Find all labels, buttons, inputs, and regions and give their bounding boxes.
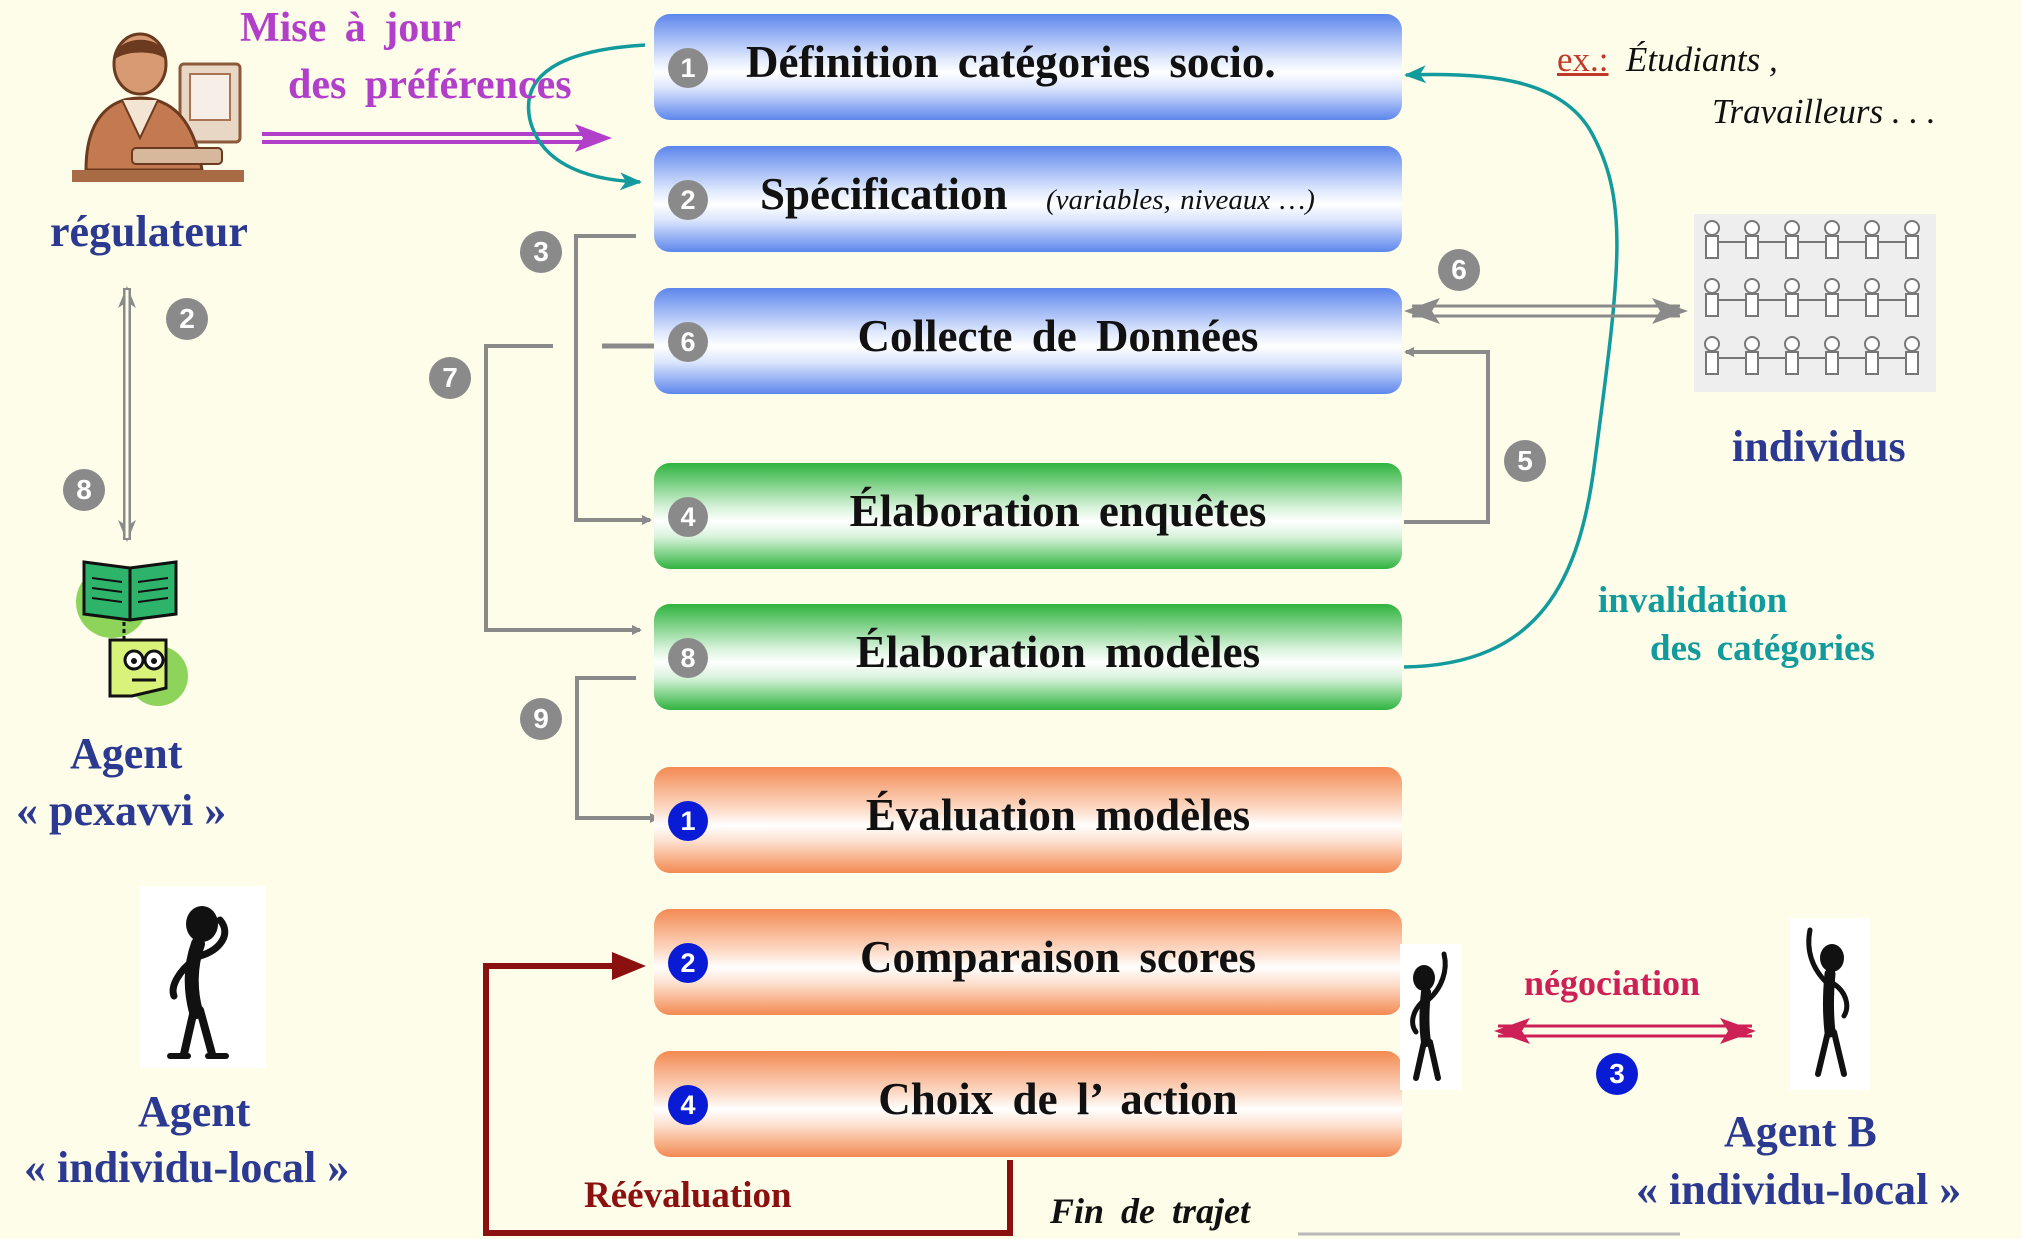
agent-local-label-2: « individu-local » xyxy=(24,1143,350,1192)
badge-regulator-agent-top: 2 xyxy=(166,298,208,340)
regulator-label: régulateur xyxy=(50,207,248,256)
bracket-collecte-modeles xyxy=(484,344,642,635)
reevaluation-loop xyxy=(483,952,1013,1236)
agent-a-figure-icon xyxy=(1400,944,1462,1090)
badge-negociation: 3 xyxy=(1596,1053,1638,1095)
update-preferences-arrow xyxy=(262,124,612,152)
step-definition-categories: 1 Définition catégories socio. xyxy=(654,14,1402,120)
step-label: Collecte de Données xyxy=(857,311,1259,361)
regulator-computer-icon xyxy=(72,32,244,182)
step-comparaison-scores: 2 Comparaison scores xyxy=(654,909,1402,1015)
step-number: 8 xyxy=(668,638,708,678)
individus-label: individus xyxy=(1732,422,1906,471)
fin-de-trajet-label: Fin de trajet xyxy=(1050,1191,1251,1231)
step-number: 1 xyxy=(668,48,708,88)
step-number: 1 xyxy=(668,801,708,841)
step-number: 2 xyxy=(668,180,708,220)
example-line2: Travailleurs . . . xyxy=(1712,92,1936,131)
negociation-label: négociation xyxy=(1524,963,1700,1003)
agent-b-label-2: « individu-local » xyxy=(1636,1165,1962,1214)
badge-bracket-7: 7 xyxy=(429,357,471,399)
step-label: Choix de l’ action xyxy=(878,1074,1238,1124)
pexavvi-agent-icon xyxy=(76,560,188,706)
bracket-spec-enquetes xyxy=(574,234,652,525)
step-label: Spécification (variables, niveaux …) xyxy=(760,169,1315,219)
step-elaboration-modeles: 8 Élaboration modèles xyxy=(654,604,1402,710)
step-label: Élaboration modèles xyxy=(855,627,1261,677)
step-elaboration-enquetes: 4 Élaboration enquêtes xyxy=(654,463,1402,569)
update-preferences-line1: Mise à jour xyxy=(240,5,462,51)
step-label: Comparaison scores xyxy=(860,932,1256,982)
invalidation-label-1: invalidation xyxy=(1598,580,1788,621)
invalidation-arrow xyxy=(1403,65,1619,669)
step-number: 4 xyxy=(668,1085,708,1125)
individus-crowd-icon xyxy=(1694,214,1936,392)
badge-regulator-agent-bottom: 8 xyxy=(63,469,105,511)
bracket-enquetes-collecte xyxy=(1404,347,1490,524)
reevaluation-label: Réévaluation xyxy=(584,1175,792,1216)
collecte-individus-arrow xyxy=(1404,298,1688,324)
agent-local-label-1: Agent xyxy=(138,1087,251,1136)
bracket-modeles-evaluation xyxy=(575,676,660,823)
badge-bracket-9: 9 xyxy=(520,698,562,740)
step-number: 4 xyxy=(668,497,708,537)
step-evaluation-modeles: 1 Évaluation modèles xyxy=(654,767,1402,873)
badge-enquetes-collecte: 5 xyxy=(1504,440,1546,482)
step-specification: 2 Spécification (variables, niveaux …) xyxy=(654,146,1402,252)
update-preferences-line2: des préférences xyxy=(288,62,572,108)
negociation-arrow xyxy=(1494,1018,1756,1044)
agent-pexavvi-label-2: « pexavvi » xyxy=(16,786,227,835)
invalidation-label-2: des catégories xyxy=(1650,628,1875,669)
badge-collecte-individus: 6 xyxy=(1438,249,1480,291)
example-line1: ex.: Étudiants , xyxy=(1557,40,1778,79)
step-note: (variables, niveaux …) xyxy=(1045,184,1315,216)
step-choix-action: 4 Choix de l’ action xyxy=(654,1051,1402,1157)
step-collecte-donnees: 6 Collecte de Données xyxy=(654,288,1402,394)
step-number: 2 xyxy=(668,943,708,983)
badge-bracket-3: 3 xyxy=(520,231,562,273)
step-number: 6 xyxy=(668,322,708,362)
step-label: Définition catégories socio. xyxy=(746,37,1276,87)
agent-pexavvi-label-1: Agent xyxy=(70,729,183,778)
step-label: Élaboration enquêtes xyxy=(849,486,1267,536)
agent-b-label-1: Agent B xyxy=(1724,1107,1877,1156)
step-label: Évaluation modèles xyxy=(865,790,1251,840)
thinking-agent-icon xyxy=(140,886,266,1068)
agent-b-figure-icon xyxy=(1790,918,1870,1090)
definition-to-specification-arrow xyxy=(526,43,646,191)
